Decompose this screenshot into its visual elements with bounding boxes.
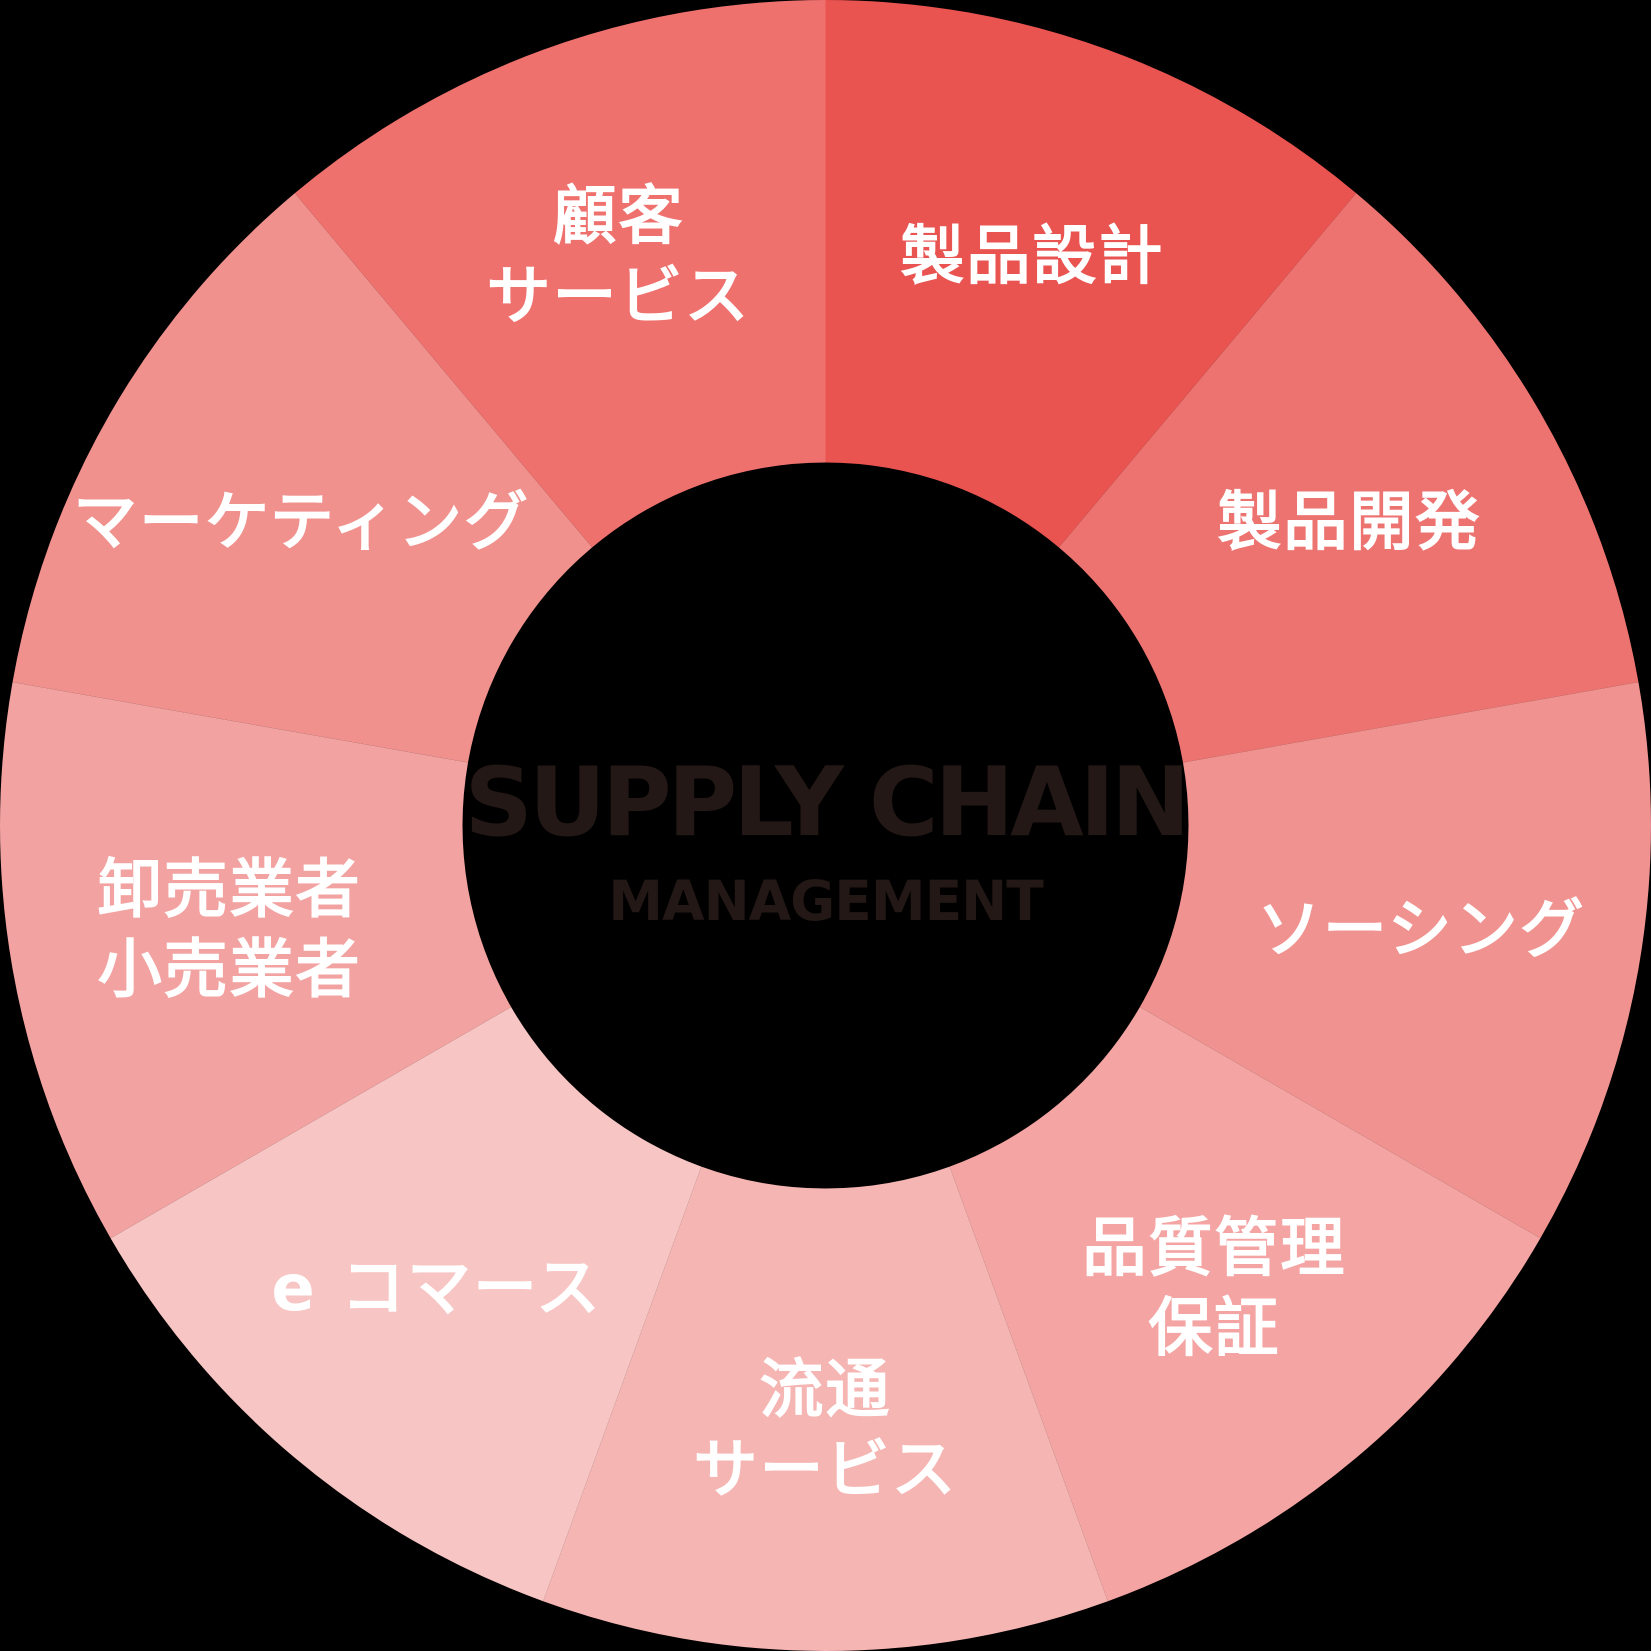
- segment-label-line: 卸売業者: [98, 854, 362, 928]
- donut-segment-3: [1139, 682, 1651, 1239]
- donut-segment-1: [825, 0, 1357, 548]
- segment-label-line: 製品開発: [1217, 486, 1481, 560]
- segment-label-line: 品質管理: [1082, 1212, 1346, 1286]
- donut-segment-5: [543, 1166, 1108, 1651]
- segment-label-line: サービス: [487, 260, 751, 334]
- segment-label-line: サービス: [694, 1434, 958, 1508]
- donut-segment-2: [1058, 193, 1639, 763]
- segment-label-line: e コマース: [271, 1252, 602, 1326]
- donut-segment-8: [12, 193, 593, 763]
- segment-label-line: 製品設計: [900, 220, 1164, 294]
- center-title: SUPPLY CHAIN: [464, 748, 1186, 858]
- center-subtitle: MANAGEMENT: [608, 869, 1044, 933]
- donut-segment-9: [294, 0, 826, 548]
- donut-segment-4: [949, 1007, 1541, 1602]
- segment-label-line: 顧客: [553, 180, 685, 254]
- segment-label-line: 流通: [760, 1354, 892, 1428]
- segment-label-line: 小売業者: [98, 934, 362, 1008]
- segment-label-line: マーケティング: [73, 486, 530, 560]
- donut-segment-7: [0, 682, 512, 1239]
- segment-label-line: 保証: [1148, 1292, 1280, 1366]
- segment-label-line: ソーシング: [1257, 894, 1586, 968]
- donut-segment-6: [110, 1007, 702, 1602]
